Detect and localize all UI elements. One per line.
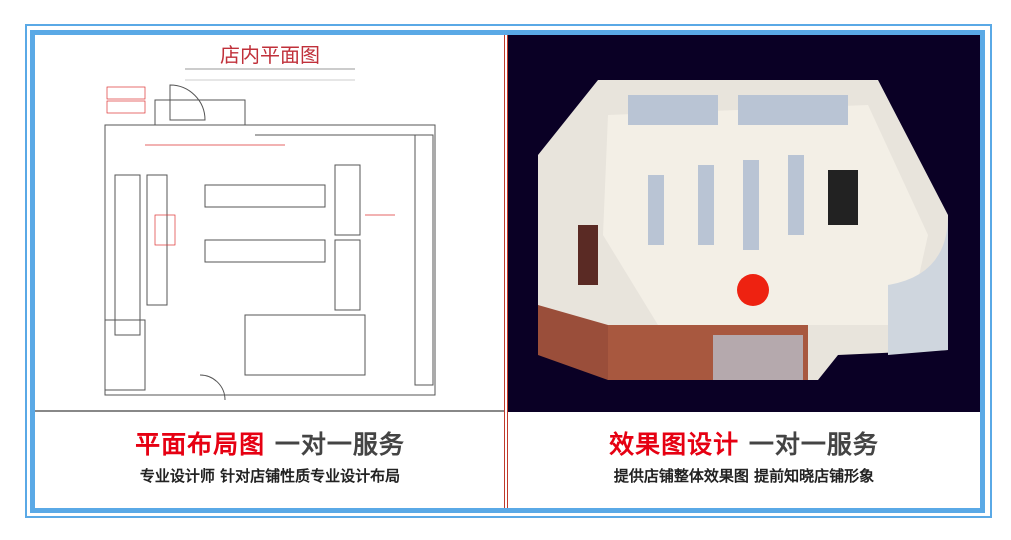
floor-plan-drawing	[104, 68, 436, 401]
floor-plan-image: 店内平面图	[35, 35, 505, 412]
floor-plan-panel: 店内平面图	[35, 35, 505, 508]
render-panel: 效果图设计 一对一服务 提供店铺整体效果图 提前知晓店铺形象	[508, 35, 980, 508]
heading-gray: 一对一服务	[274, 430, 405, 459]
heading-gray: 一对一服务	[748, 430, 879, 459]
divider	[504, 35, 508, 508]
heading-red: 平面布局图	[135, 430, 266, 459]
floor-plan-heading: 平面布局图 一对一服务	[35, 425, 505, 461]
floor-plan-title: 店内平面图	[220, 43, 320, 67]
heading-red: 效果图设计	[609, 430, 740, 459]
outer-frame	[25, 24, 992, 518]
floor-plan-subtitle: 专业设计师 针对店铺性质专业设计布局	[139, 467, 401, 485]
store-render-drawing	[538, 80, 948, 380]
render-subtitle: 提供店铺整体效果图 提前知晓店铺形象	[613, 467, 875, 485]
render-heading: 效果图设计 一对一服务	[508, 425, 980, 461]
banner: 店内平面图	[30, 30, 985, 513]
store-render-image	[508, 35, 980, 412]
